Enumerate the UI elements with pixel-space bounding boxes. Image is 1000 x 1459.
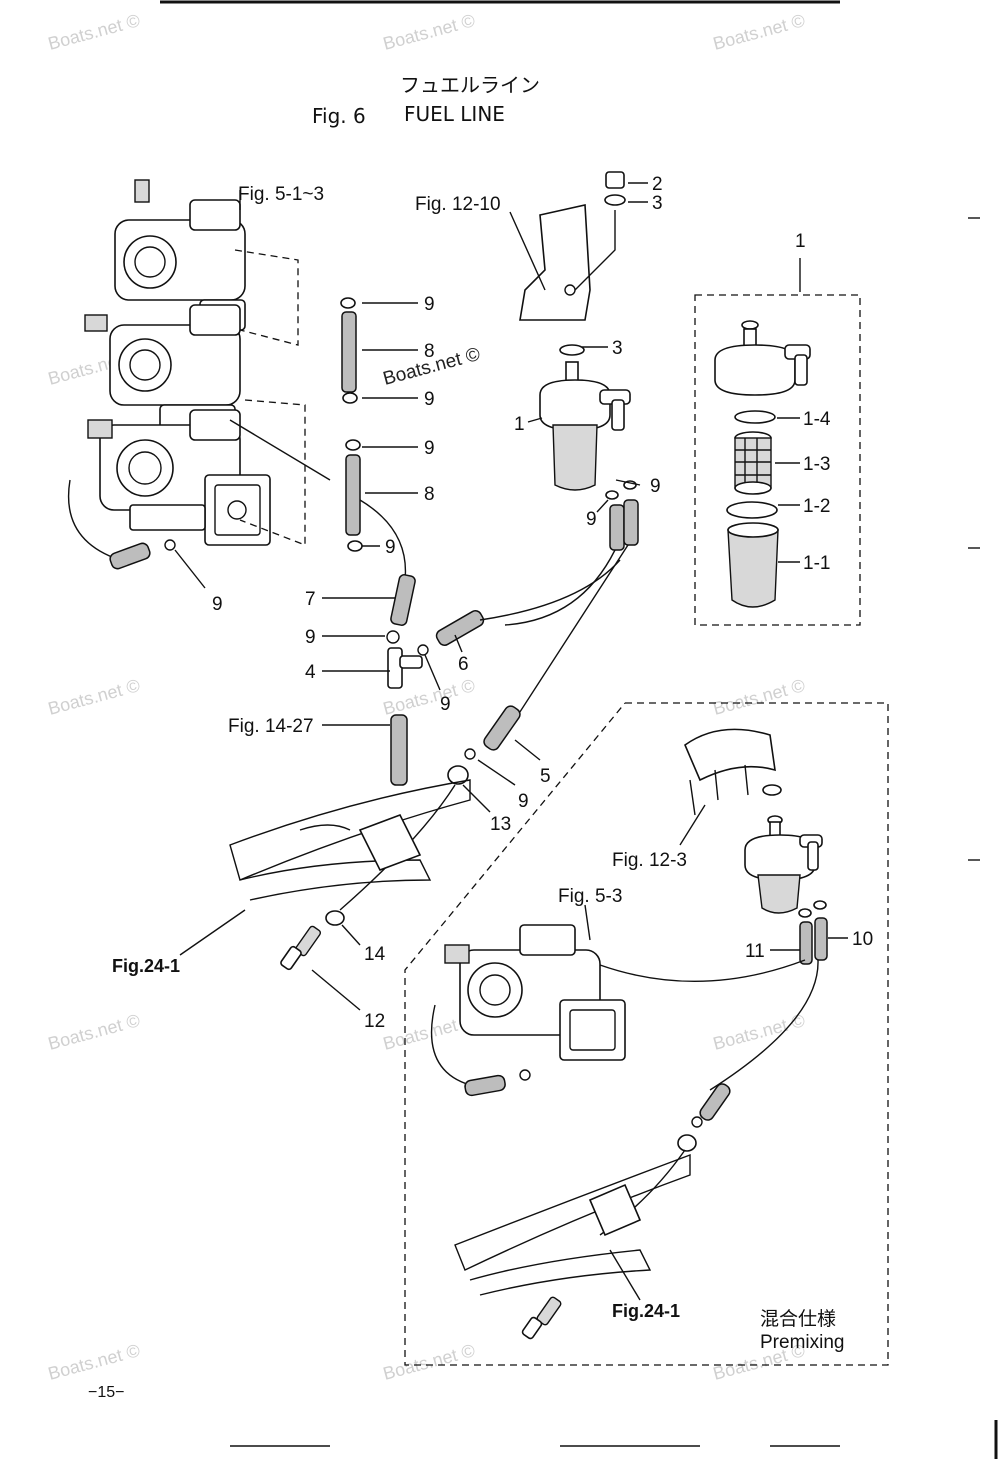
bracket-12-3 [684,728,782,816]
fuel-filter-center [539,344,631,491]
fuel-line-main [504,544,629,736]
part-12: 12 [364,1011,385,1032]
part-8-a: 8 [424,341,435,362]
part-1-top: 1 [795,231,806,252]
watermark: Boats.net © [381,10,477,54]
watermark: Boats.net © [46,10,142,54]
filter-cup-1-1 [727,529,779,608]
page-number: −15− [88,1384,124,1401]
hose-7 [390,574,416,626]
ref-fig12-10: Fig. 12-10 [415,194,501,215]
washer-14 [325,910,345,926]
hose-9-left [609,504,625,551]
part-1: 1 [514,414,525,435]
part-2: 2 [652,174,663,195]
filter-element-1-3 [734,431,772,495]
part-3: 3 [612,338,623,359]
ref-fig5-3: Fig. 5-3 [558,886,622,907]
ref-fig24-1-right: Fig.24-1 [612,1301,680,1321]
leader-carb-lower [239,399,306,546]
part-1-3: 1-3 [803,454,830,475]
plug-premix [521,1296,562,1340]
plug-12 [280,925,322,971]
premix-label-en: Premixing [760,1332,844,1353]
part-10: 10 [852,929,873,950]
page-edge-marks [160,0,998,1459]
part-14: 14 [364,944,386,965]
ref-fig14-27: Fig. 14-27 [228,716,314,737]
hose-8-upper [341,311,357,393]
part-9-j: 9 [586,509,597,530]
part-9-e: 9 [212,594,223,615]
hose-8-lower [345,454,361,536]
part-9-h: 9 [518,791,529,812]
watermark: Boats.net © [711,675,807,719]
leader-lines [174,182,848,1301]
fuel-line-to-t [359,499,407,581]
part-9-c: 9 [424,438,435,459]
ref-fig24-1-left: Fig.24-1 [112,956,180,976]
part-1-1: 1-1 [803,553,830,574]
ref-fig5-1-3: Fig. 5-1~3 [238,184,324,205]
part-9-g: 9 [440,694,451,715]
part-3-top: 3 [652,193,663,214]
carburetor-stack [84,179,271,546]
part-9-i: 9 [650,476,661,497]
fuel-filter-premix [744,815,823,914]
t-joint-4 [387,647,423,689]
part-8-b: 8 [424,484,435,505]
part-9-a: 9 [424,294,435,315]
part-4: 4 [305,662,316,683]
filter-bracket [519,171,626,321]
watermark: Boats.net © [46,1010,142,1054]
fitting-13 [447,765,469,785]
watermark: Boats.net © [711,1010,807,1054]
hose-11 [799,921,813,965]
part-1-4: 1-4 [803,409,831,430]
watermark: Boats.net © [381,1340,477,1384]
bracket-24-1-left [229,779,471,901]
o-ring-1-2 [726,501,778,519]
watermark: Boats.net © [711,10,807,54]
bracket-24-1-right [454,1153,691,1296]
leader-carb-line [229,419,331,481]
watermark: Boats.net © [46,675,142,719]
part-5: 5 [540,766,551,787]
title-jp: フュエルライン [400,73,540,97]
premix-region [404,702,889,1366]
figure-label: Fig. 6 [312,104,366,128]
premix-label-jp: 混合仕様 [760,1308,836,1330]
part-6: 6 [458,654,469,675]
fuel-filter-exploded [714,320,811,608]
figure-title: FUEL LINE [404,102,505,126]
hose-9-right [623,499,639,546]
watermarks: Boats.net © Boats.net © Boats.net © Boat… [46,10,807,1384]
part-1-2: 1-2 [803,496,830,517]
ref-fig12-3: Fig. 12-3 [612,850,687,871]
hose-fig14-27 [390,714,408,786]
part-13: 13 [490,814,511,835]
part-9-b: 9 [424,389,435,410]
hose-6 [435,610,485,646]
part-9-d: 9 [385,537,396,558]
o-ring-1-4 [734,410,776,424]
watermark: Boats.net © [46,1340,142,1384]
part-9-f: 9 [305,627,316,648]
hose-10 [814,917,828,961]
filter-detail-box [694,294,861,626]
part-7: 7 [305,589,316,610]
hose-5 [483,705,521,751]
part-11: 11 [745,941,765,962]
carburetor-premix [444,924,626,1061]
